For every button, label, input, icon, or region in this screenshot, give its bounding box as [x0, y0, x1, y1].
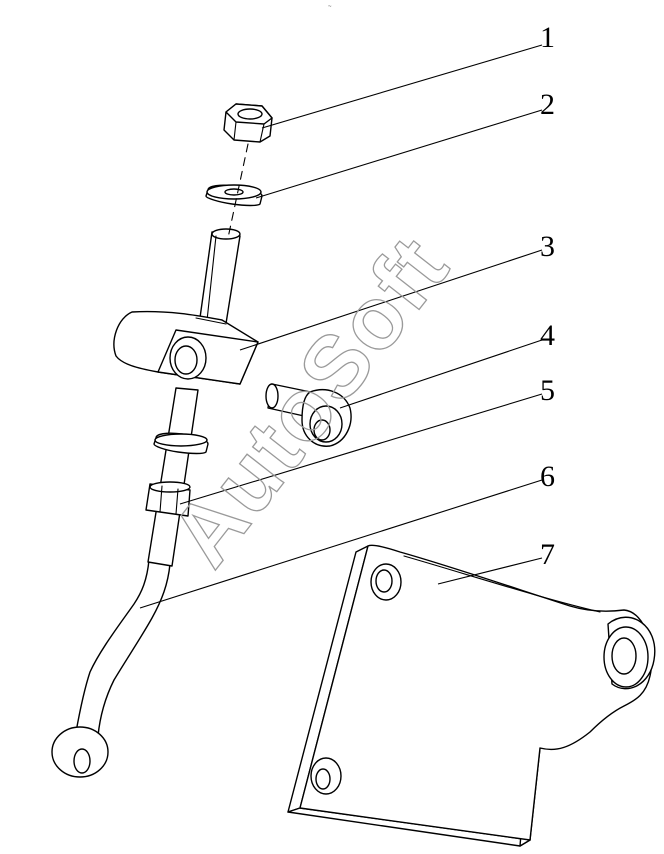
part-3-clamp-block: [113, 310, 259, 385]
corner-mark: ~: [328, 4, 332, 10]
leader-lines: [139, 44, 543, 609]
part-2-washer: [205, 184, 263, 207]
part-4-bolt: [265, 383, 352, 447]
callout-6: 6: [540, 460, 555, 493]
callout-labels: 1 2 3 4 5 6 7: [540, 21, 555, 571]
part-6-shift-rod: [51, 228, 241, 778]
part-lower-nut: [145, 481, 191, 517]
callout-1: 1: [540, 21, 555, 54]
watermark: AutoSoft: [151, 217, 468, 583]
callout-5: 5: [540, 374, 555, 407]
callout-3: 3: [540, 230, 555, 263]
part-7-bracket: [287, 544, 656, 847]
part-1-hex-nut: [223, 103, 273, 143]
part-5-washer: [153, 432, 209, 455]
callout-2: 2: [540, 88, 555, 121]
callout-4: 4: [540, 319, 555, 352]
callout-7: 7: [540, 538, 555, 571]
assembly-axis: [227, 143, 249, 239]
